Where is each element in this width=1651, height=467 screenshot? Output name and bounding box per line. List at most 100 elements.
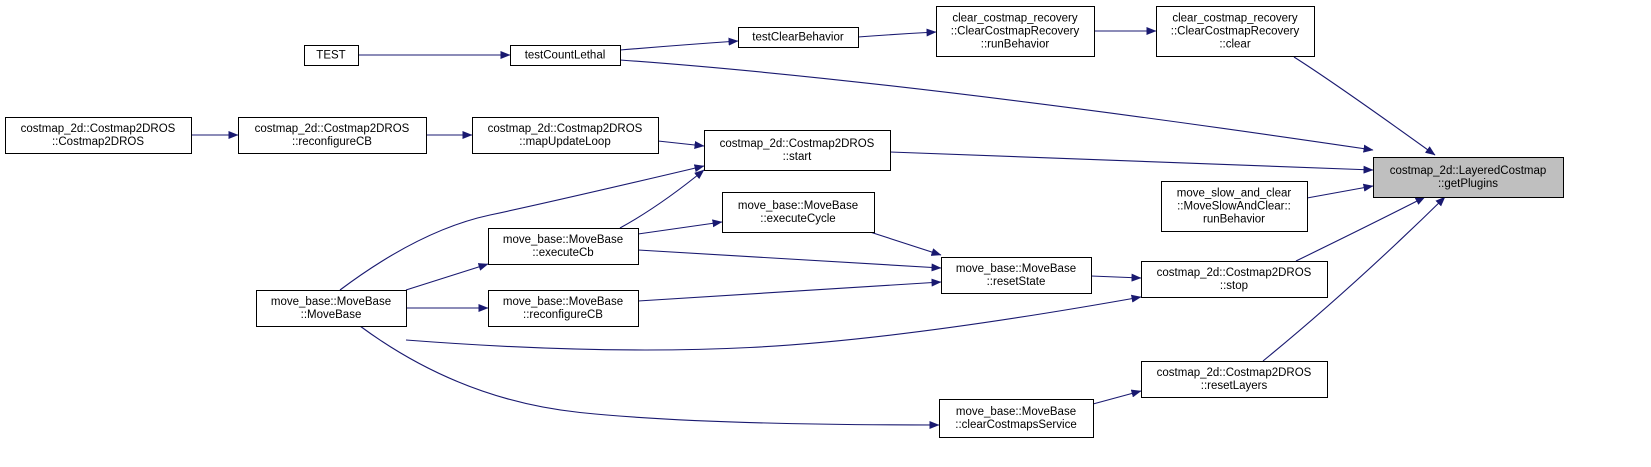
edge-testCount-to-target xyxy=(619,59,1374,153)
node-box-resetLayers[interactable] xyxy=(1141,361,1328,398)
node-box-testClear[interactable] xyxy=(738,27,859,48)
edge-resetLayers-to-target xyxy=(1262,196,1446,362)
node-label-ccr_run-line-1: ::ClearCostmapRecovery xyxy=(951,26,1080,38)
edges-layer xyxy=(191,27,1446,429)
node-label-mapLoop-line-1: ::mapUpdateLoop xyxy=(519,136,610,148)
node-execCb[interactable]: move_base::MoveBase::executeCb xyxy=(488,228,639,265)
node-box-testCount[interactable] xyxy=(510,45,621,66)
node-label-clear-line-2: ::clear xyxy=(1219,39,1250,51)
node-label-execCycle-line-0: move_base::MoveBase xyxy=(738,200,858,212)
node-start[interactable]: costmap_2d::Costmap2DROS::start xyxy=(704,130,891,171)
edge-clear-to-target xyxy=(1293,56,1436,156)
node-target[interactable]: costmap_2d::LayeredCostmap::getPlugins xyxy=(1373,157,1564,198)
node-box-reconfMB[interactable] xyxy=(488,290,639,327)
edge-testClear-to-ccr_run xyxy=(857,28,937,38)
edge-mbCtor-to-clearSrv xyxy=(359,325,940,429)
node-label-clear-line-0: clear_costmap_recovery xyxy=(1172,13,1298,25)
node-resetState[interactable]: move_base::MoveBase::resetState xyxy=(941,257,1092,294)
node-box-mbCtor[interactable] xyxy=(256,290,407,327)
node-testCount[interactable]: testCountLethal xyxy=(510,45,621,66)
node-msac[interactable]: move_slow_and_clear::MoveSlowAndClear::r… xyxy=(1161,181,1308,232)
node-label-start-line-0: costmap_2d::Costmap2DROS xyxy=(720,138,875,150)
edge-start-to-target xyxy=(889,151,1374,174)
node-mbCtor[interactable]: move_base::MoveBase::MoveBase xyxy=(256,290,407,327)
node-reconfROS[interactable]: costmap_2d::Costmap2DROS::reconfigureCB xyxy=(238,117,427,154)
node-label-ctorROS-line-0: costmap_2d::Costmap2DROS xyxy=(21,123,176,135)
node-mapLoop[interactable]: costmap_2d::Costmap2DROS::mapUpdateLoop xyxy=(472,117,659,154)
edge-mapLoop-to-start xyxy=(657,140,705,149)
node-box-msac[interactable] xyxy=(1161,181,1308,232)
node-box-mapLoop[interactable] xyxy=(472,117,659,154)
node-reconfMB[interactable]: move_base::MoveBase::reconfigureCB xyxy=(488,290,639,327)
node-label-ccr_run-line-2: ::runBehavior xyxy=(981,39,1050,51)
edge-stop-to-target xyxy=(1295,196,1426,262)
node-label-start-line-1: ::start xyxy=(783,151,813,163)
node-label-target-line-1: ::getPlugins xyxy=(1438,178,1498,190)
nodes-layer: costmap_2d::LayeredCostmap::getPlugins cl… xyxy=(5,6,1564,438)
node-label-reconfROS-line-0: costmap_2d::Costmap2DROS xyxy=(255,123,410,135)
node-box-clearSrv[interactable] xyxy=(939,399,1094,438)
node-label-execCycle-line-1: ::executeCycle xyxy=(760,213,835,225)
node-label-ccr_run-line-0: clear_costmap_recovery xyxy=(952,13,1078,25)
node-label-resetLayers-line-1: ::resetLayers xyxy=(1201,380,1268,392)
node-label-resetLayers-line-0: costmap_2d::Costmap2DROS xyxy=(1157,367,1312,379)
edge-mbCtor-to-stop xyxy=(405,294,1142,351)
node-box-clear[interactable] xyxy=(1156,6,1315,57)
node-label-testClear-line-0: testClearBehavior xyxy=(752,32,844,44)
node-ctorROS[interactable]: costmap_2d::Costmap2DROS::Costmap2DROS xyxy=(5,117,192,154)
node-clear[interactable]: clear_costmap_recovery::ClearCostmapReco… xyxy=(1156,6,1315,57)
node-label-clearSrv-line-0: move_base::MoveBase xyxy=(956,406,1076,418)
node-label-stop-line-0: costmap_2d::Costmap2DROS xyxy=(1157,267,1312,279)
node-ccr_run[interactable]: clear_costmap_recovery::ClearCostmapReco… xyxy=(936,6,1095,57)
node-label-stop-line-1: ::stop xyxy=(1220,280,1248,292)
node-label-mapLoop-line-0: costmap_2d::Costmap2DROS xyxy=(488,123,643,135)
node-box-ccr_run[interactable] xyxy=(936,6,1095,57)
node-label-mbCtor-line-0: move_base::MoveBase xyxy=(271,296,391,308)
edge-reconfMB-to-resetState xyxy=(637,278,942,302)
node-box-resetState[interactable] xyxy=(941,257,1092,294)
node-label-reconfMB-line-1: ::reconfigureCB xyxy=(523,309,603,321)
node-label-msac-line-0: move_slow_and_clear xyxy=(1177,188,1292,200)
node-box-execCycle[interactable] xyxy=(722,192,875,233)
edge-mbCtor-to-start xyxy=(339,164,705,291)
node-label-execCb-line-1: ::executeCb xyxy=(532,247,593,259)
node-label-msac-line-2: runBehavior xyxy=(1203,214,1265,226)
edge-execCycle-to-resetState xyxy=(869,231,942,256)
node-box-start[interactable] xyxy=(704,130,891,171)
node-label-mbCtor-line-1: ::MoveBase xyxy=(301,309,362,321)
edge-mbCtor-to-execCb xyxy=(405,263,489,291)
node-label-testCount-line-0: testCountLethal xyxy=(525,50,606,62)
node-label-clearSrv-line-1: ::clearCostmapsService xyxy=(955,419,1076,431)
edge-clearSrv-to-resetLayers xyxy=(1092,389,1142,405)
edge-testCount-to-testClear xyxy=(619,37,739,51)
node-box-TEST[interactable] xyxy=(304,45,359,66)
node-label-msac-line-1: ::MoveSlowAndClear:: xyxy=(1177,201,1291,213)
edge-resetState-to-stop xyxy=(1090,273,1142,282)
node-label-clear-line-1: ::ClearCostmapRecovery xyxy=(1171,26,1300,38)
node-label-reconfROS-line-1: ::reconfigureCB xyxy=(292,136,372,148)
node-label-resetState-line-0: move_base::MoveBase xyxy=(956,263,1076,275)
node-label-target-line-0: costmap_2d::LayeredCostmap xyxy=(1390,165,1547,177)
node-label-TEST-line-0: TEST xyxy=(316,50,345,62)
node-label-resetState-line-1: ::resetState xyxy=(987,276,1046,288)
edge-execCb-to-start xyxy=(619,169,705,229)
node-testClear[interactable]: testClearBehavior xyxy=(738,27,859,48)
node-clearSrv[interactable]: move_base::MoveBase::clearCostmapsServic… xyxy=(939,399,1094,438)
node-execCycle[interactable]: move_base::MoveBase::executeCycle xyxy=(722,192,875,233)
node-box-execCb[interactable] xyxy=(488,228,639,265)
node-label-reconfMB-line-0: move_base::MoveBase xyxy=(503,296,623,308)
node-stop[interactable]: costmap_2d::Costmap2DROS::stop xyxy=(1141,261,1328,298)
edge-msac-to-target xyxy=(1306,183,1374,199)
node-box-target[interactable] xyxy=(1373,157,1564,198)
node-box-stop[interactable] xyxy=(1141,261,1328,298)
edge-execCb-to-execCycle xyxy=(637,219,723,235)
node-resetLayers[interactable]: costmap_2d::Costmap2DROS::resetLayers xyxy=(1141,361,1328,398)
node-label-execCb-line-0: move_base::MoveBase xyxy=(503,234,623,246)
node-box-reconfROS[interactable] xyxy=(238,117,427,154)
node-box-ctorROS[interactable] xyxy=(5,117,192,154)
node-TEST[interactable]: TEST xyxy=(304,45,359,66)
node-label-ctorROS-line-1: ::Costmap2DROS xyxy=(52,136,144,148)
edge-execCb-to-resetState xyxy=(637,249,942,272)
